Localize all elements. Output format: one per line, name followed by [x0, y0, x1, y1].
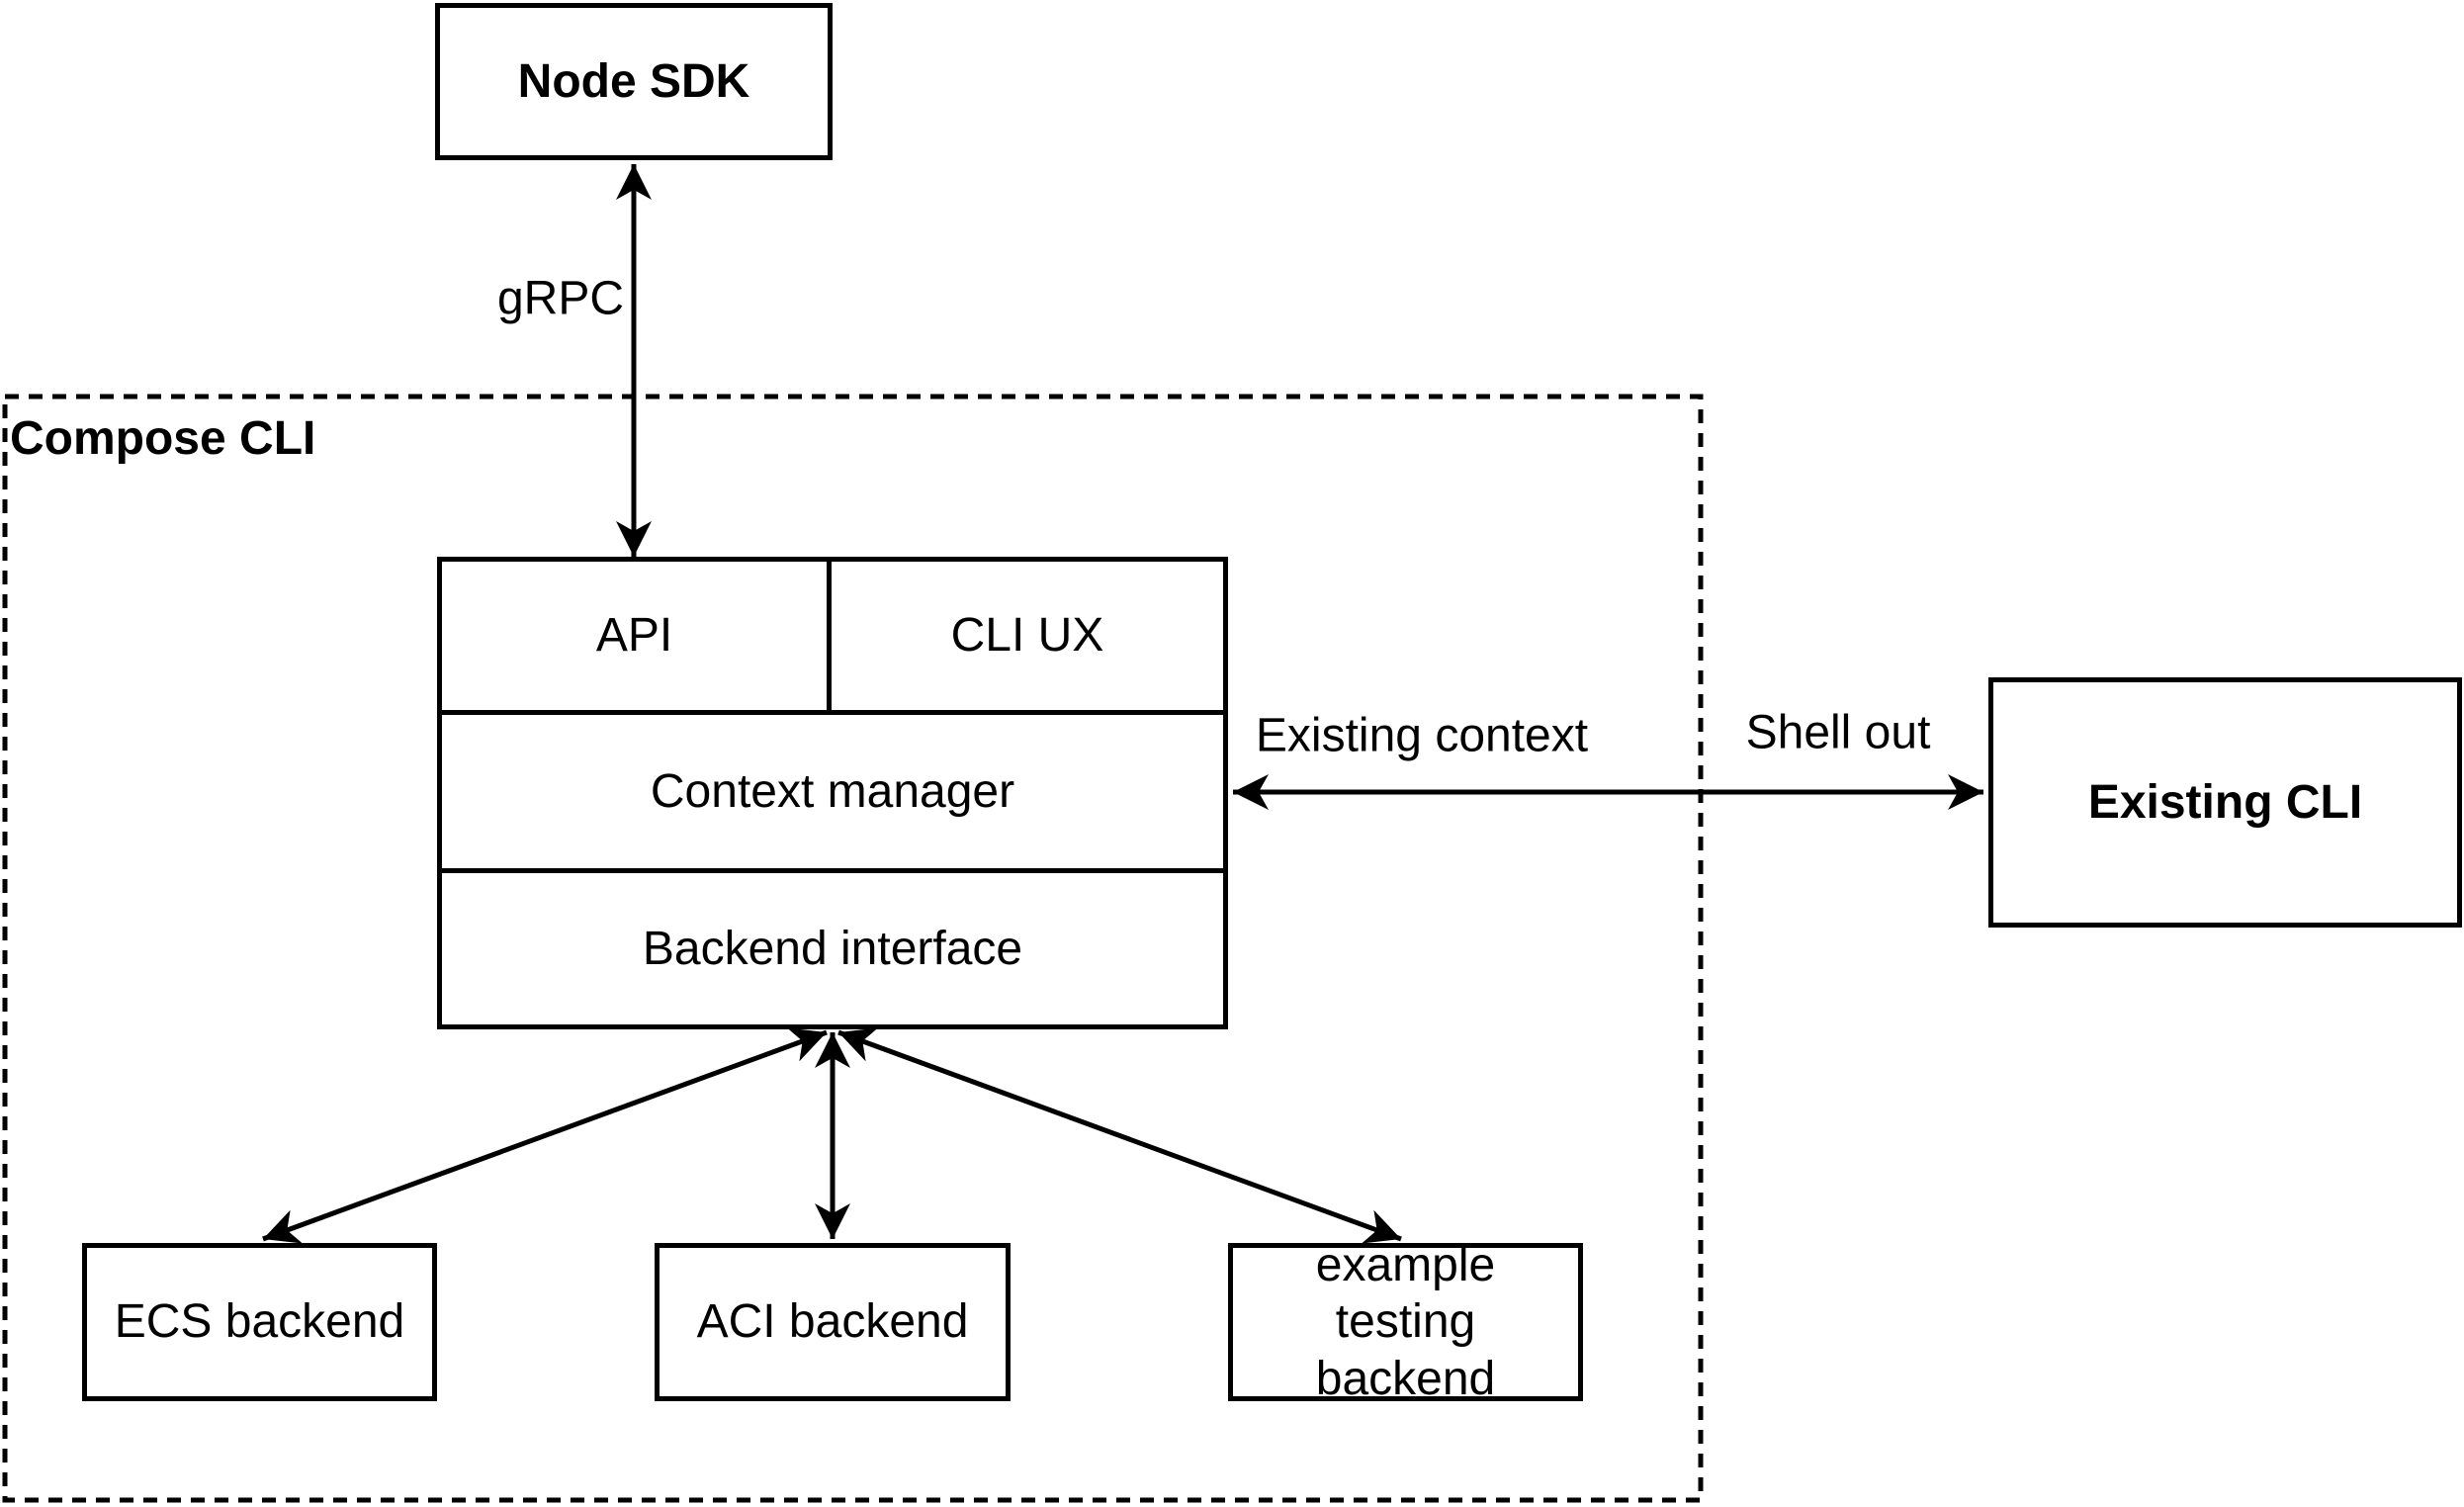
- existing-cli-label: Existing CLI: [2087, 775, 2363, 829]
- example-testing-backend-box: example testing backend: [1228, 1239, 1583, 1405]
- cli-ux-label: CLI UX: [950, 609, 1104, 663]
- grpc-label: gRPC: [496, 272, 625, 325]
- ecs-backend-label: ECS backend: [114, 1295, 405, 1349]
- existing-cli-box: Existing CLI: [1988, 677, 2462, 928]
- context-manager-cell: Context manager: [442, 715, 1223, 873]
- compose-cli-stack: API CLI UX Context manager Backend inter…: [437, 557, 1228, 1029]
- backend-interface-cell: Backend interface: [442, 873, 1223, 1024]
- api-cell: API: [442, 562, 832, 710]
- node-sdk-label: Node SDK: [517, 54, 750, 108]
- context-manager-label: Context manager: [650, 764, 1015, 818]
- ecs-backend-arrow: [262, 1027, 828, 1244]
- compose-cli-label: Compose CLI: [10, 412, 316, 465]
- backend-interface-label: Backend interface: [642, 922, 1023, 975]
- example-testing-backend-label: example testing backend: [1315, 1238, 1496, 1405]
- stack-top-row: API CLI UX: [442, 562, 1223, 715]
- node-sdk-box: Node SDK: [435, 3, 833, 160]
- cli-ux-cell: CLI UX: [832, 562, 1223, 710]
- aci-backend-label: ACI backend: [696, 1295, 969, 1349]
- existing-context-label: Existing context: [1255, 709, 1589, 762]
- example-testing-backend-arrow: [837, 1027, 1402, 1244]
- shell-out-label: Shell out: [1745, 706, 1931, 759]
- ecs-backend-box: ECS backend: [82, 1243, 437, 1401]
- api-label: API: [595, 609, 673, 663]
- aci-backend-box: ACI backend: [655, 1243, 1011, 1401]
